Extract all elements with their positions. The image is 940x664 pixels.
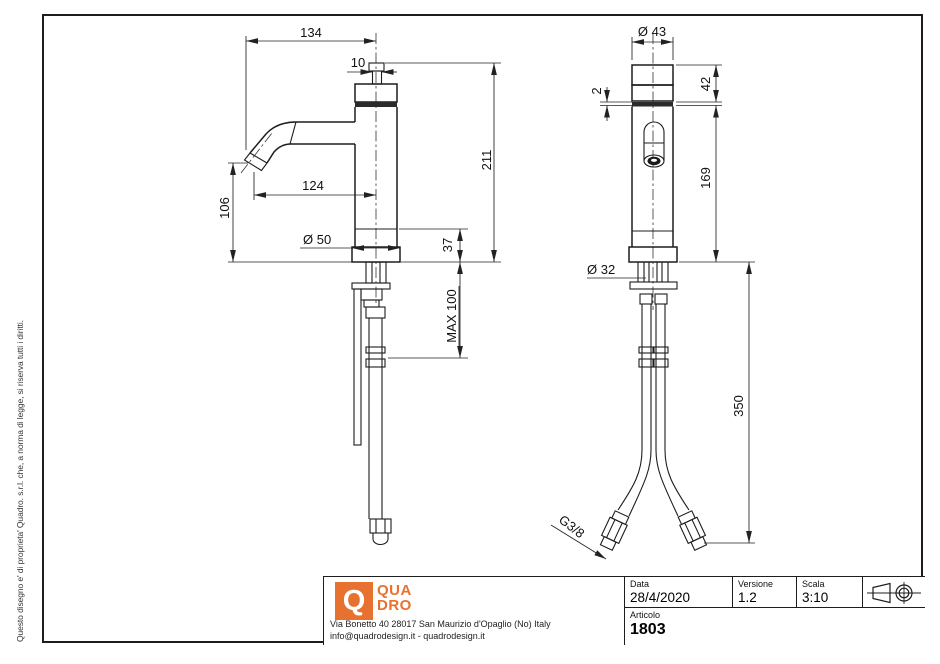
field-articolo-value: 1803 xyxy=(630,621,666,638)
field-data-label: Data xyxy=(630,579,650,589)
dim-134-label: 134 xyxy=(300,25,322,40)
title-block-brand-cell: Q QUA DRO Via Bonetto 40 28017 San Mauri… xyxy=(324,577,625,645)
dim-dia43-label: Ø 43 xyxy=(638,24,666,39)
front-undercounter xyxy=(599,262,708,552)
field-scala-label: Scala xyxy=(802,579,825,589)
front-hose-left xyxy=(617,449,643,511)
field-versione-label: Versione xyxy=(738,579,774,589)
side-spout xyxy=(240,121,355,174)
quadro-logo-icon: Q xyxy=(335,582,373,620)
side-hose-end xyxy=(372,532,389,545)
dim-2-label: 2 xyxy=(589,87,604,94)
title-block-row-1: Data 28/4/2020 Versione 1.2 Scala 3:10 xyxy=(625,577,925,608)
front-hose-left-fitting xyxy=(599,510,630,552)
field-versione-value: 1.2 xyxy=(738,590,757,605)
side-mounting-nut xyxy=(360,288,383,301)
side-groove xyxy=(355,102,397,107)
title-block-fields: Data 28/4/2020 Versione 1.2 Scala 3:10 xyxy=(625,577,925,645)
front-body xyxy=(631,106,674,247)
side-handle-knob xyxy=(368,62,385,72)
dim-350-label: 350 xyxy=(731,395,746,417)
title-block: Q QUA DRO Via Bonetto 40 28017 San Mauri… xyxy=(323,576,925,645)
brand-name-line2: DRO xyxy=(377,597,412,614)
logo-q-mark: Q xyxy=(342,584,366,617)
faucet-side-view xyxy=(240,33,401,545)
field-articolo-label: Articolo xyxy=(630,610,661,620)
side-handle-stem xyxy=(371,70,383,85)
front-dimensions: Ø 43 2 42 169 Ø 32 350 G3/8 xyxy=(550,24,755,560)
company-address: Via Bonetto 40 28017 San Maurizio d'Opag… xyxy=(330,619,551,642)
front-hose-right-fitting xyxy=(677,510,708,552)
dim-169-label: 169 xyxy=(698,167,713,189)
dim-dia32-label: Ø 32 xyxy=(587,262,615,277)
address-line-2: info@quadrodesign.it - quadrodesign.it xyxy=(330,630,485,641)
brand-name-line1: QUA xyxy=(377,582,412,599)
projection-symbol-cell xyxy=(863,577,925,607)
field-scala-value: 3:10 xyxy=(802,590,829,605)
side-mounting-washer xyxy=(351,282,391,290)
field-data-value: 28/4/2020 xyxy=(630,590,691,605)
side-rod xyxy=(353,288,362,446)
field-articolo: Articolo 1803 xyxy=(625,608,925,645)
front-groove xyxy=(632,102,673,107)
faucet-front-view xyxy=(599,33,708,552)
brand-name: QUA DRO xyxy=(377,583,412,613)
side-hose-nut xyxy=(369,518,392,534)
side-undercounter xyxy=(351,261,392,545)
front-mounting-washer xyxy=(629,281,678,290)
front-base-flange xyxy=(628,246,678,263)
dim-106-label: 106 xyxy=(217,197,232,219)
field-data: Data 28/4/2020 xyxy=(625,577,733,607)
dim-dia50-label: Ø 50 xyxy=(303,232,331,247)
front-cap-section xyxy=(631,84,674,102)
dim-42-label: 42 xyxy=(698,77,713,91)
front-top-cap xyxy=(631,64,674,86)
dim-g38-label: G3/8 xyxy=(556,512,587,541)
field-versione: Versione 1.2 xyxy=(733,577,797,607)
spout-axis-centerline xyxy=(240,132,273,174)
dim-max100-label: MAX 100 xyxy=(444,289,459,342)
dim-124-label: 124 xyxy=(302,178,324,193)
dim-10-label: 10 xyxy=(351,55,365,70)
first-angle-projection-icon xyxy=(867,581,921,604)
front-spout-capsule xyxy=(643,121,665,168)
front-hose-right xyxy=(664,449,690,511)
dim-37-label: 37 xyxy=(440,238,455,252)
dim-211-label: 211 xyxy=(479,150,494,171)
field-scala: Scala 3:10 xyxy=(797,577,863,607)
side-dimensions: 134 10 211 124 106 Ø 50 37 MAX 100 xyxy=(217,25,501,359)
address-line-1: Via Bonetto 40 28017 San Maurizio d'Opag… xyxy=(330,619,551,629)
